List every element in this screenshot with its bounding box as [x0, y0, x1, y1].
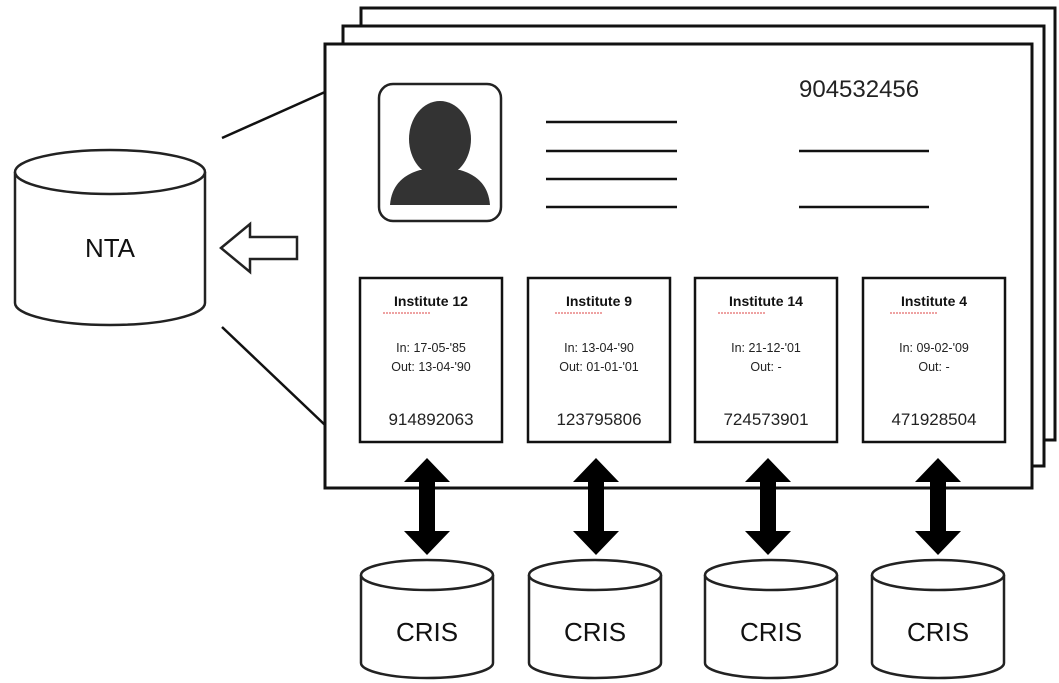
institute-box: Institute 12 In: 17-05-'85 Out: 13-04-'9…: [358, 276, 504, 444]
institute-out-date: Out: -: [750, 360, 781, 374]
record-id-number: 904532456: [799, 76, 919, 103]
nta-label: NTA: [85, 233, 136, 263]
institute-box: Institute 4 In: 09-02-'09 Out: - 4719285…: [861, 276, 1007, 444]
institute-number: 724573901: [723, 410, 808, 429]
connector-line-top: [221, 90, 326, 140]
double-arrow-icon: [404, 458, 450, 555]
institute-name: Institute 4: [901, 293, 967, 309]
institute-number: 914892063: [388, 410, 473, 429]
institute-name: Institute 9: [566, 293, 632, 309]
double-arrow-icon: [915, 458, 961, 555]
institute-box: Institute 14 In: 21-12-'01 Out: - 724573…: [693, 276, 839, 444]
cris-database-icon: CRIS: [870, 558, 1006, 680]
institute-name: Institute 12: [394, 293, 468, 309]
record-card: 904532456 Institute 12 In: 17-05-'85 Out…: [323, 42, 1034, 490]
cris-label: CRIS: [740, 617, 802, 647]
institute-box: Institute 9 In: 13-04-'90 Out: 01-01-'01…: [526, 276, 672, 444]
double-arrow-icon: [745, 458, 791, 555]
institute-in-date: In: 17-05-'85: [396, 341, 466, 355]
hollow-left-arrow-icon: [219, 221, 299, 275]
cris-label: CRIS: [396, 617, 458, 647]
institute-in-date: In: 09-02-'09: [899, 341, 969, 355]
cris-database-icon: CRIS: [359, 558, 495, 680]
institute-out-date: Out: 01-01-'01: [559, 360, 639, 374]
cris-label: CRIS: [907, 617, 969, 647]
detail-placeholder-lines: [799, 149, 929, 209]
nta-database-icon: NTA: [13, 148, 207, 327]
institute-out-date: Out: -: [918, 360, 949, 374]
institute-number: 123795806: [556, 410, 641, 429]
institute-out-date: Out: 13-04-'90: [391, 360, 471, 374]
name-placeholder-lines: [546, 120, 677, 209]
institute-number: 471928504: [891, 410, 976, 429]
connector-line-bottom: [221, 326, 326, 426]
double-arrow-icon: [573, 458, 619, 555]
institute-name: Institute 14: [729, 293, 803, 309]
cris-database-icon: CRIS: [527, 558, 663, 680]
institute-in-date: In: 13-04-'90: [564, 341, 634, 355]
cris-database-icon: CRIS: [703, 558, 839, 680]
institute-in-date: In: 21-12-'01: [731, 341, 801, 355]
cris-label: CRIS: [564, 617, 626, 647]
person-photo-icon: [377, 82, 503, 223]
